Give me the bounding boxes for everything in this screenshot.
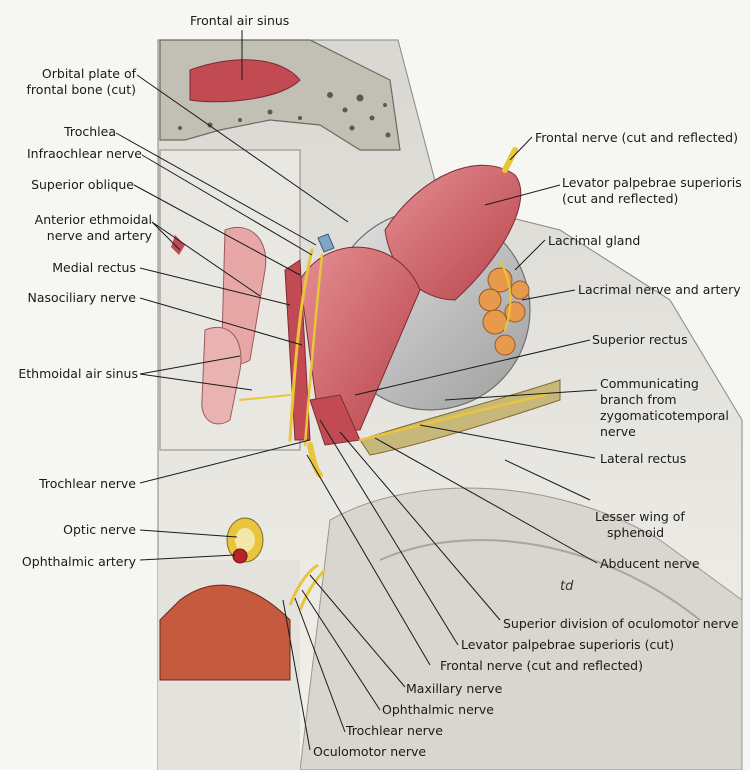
ethmoidal-region [159,149,301,451]
label-anterior-ethmoidal-line1: Anterior ethmoidal [34,212,152,227]
label-superior-rectus: Superior rectus [592,332,688,347]
label-levator-cut: Levator palpebrae superioris (cut) [461,637,675,652]
label-communicating-line4: nerve [600,424,636,439]
label-communicating-line1: Communicating [600,376,699,391]
label-ophthalmic-artery: Ophthalmic artery [21,554,136,569]
label-frontal-nerve-right: Frontal nerve (cut and reflected) [535,130,738,145]
label-communicating-line2: branch from [600,392,677,407]
label-trochlea: Trochlea [64,124,116,139]
label-lesser-wing-line1: Lesser wing of [595,509,685,524]
label-lesser-wing-line2: sphenoid [607,525,665,540]
label-nasociliary-nerve: Nasociliary nerve [27,290,136,305]
label-superior-division: Superior division of oculomotor nerve [503,616,739,631]
label-frontal-nerve-bottom: Frontal nerve (cut and reflected) [440,658,643,673]
superior-rectus-muscle [299,246,421,431]
label-frontal-air-sinus: Frontal air sinus [190,13,290,28]
label-infratrochlear-nerve: Infraochlear nerve [26,146,142,161]
label-anterior-ethmoidal-line2: nerve and artery [46,228,152,243]
label-trochlear-nerve-left: Trochlear nerve [39,476,136,491]
label-lacrimal-nerve-artery: Lacrimal nerve and artery [578,282,741,297]
label-trochlear-nerve-bottom: Trochlear nerve [346,723,443,738]
label-ethmoidal-air-sinus: Ethmoidal air sinus [18,366,138,381]
label-lacrimal-gland: Lacrimal gland [548,233,641,248]
label-communicating-line3: zygomaticotemporal [600,408,729,423]
label-orbital-plate-line2: frontal bone (cut) [26,82,136,97]
label-lateral-rectus: Lateral rectus [600,451,687,466]
label-oculomotor-nerve: Oculomotor nerve [313,744,427,759]
lateral-rectus-muscle [359,379,561,456]
leader-lines [115,30,598,751]
nerve-bundle [288,563,327,611]
optic-nerve-section [159,517,291,681]
label-levator-line2: (cut and reflected) [562,191,679,206]
artist-signature: td [560,579,574,594]
label-orbital-plate-line1: Orbital plate of [41,66,136,81]
frontal-bone [159,39,401,151]
label-levator-line1: Levator palpebrae superioris [562,175,742,190]
label-medial-rectus: Medial rectus [52,260,136,275]
orbital-nerves [239,248,547,478]
label-ophthalmic-nerve: Ophthalmic nerve [382,702,494,717]
label-abducent-nerve: Abducent nerve [600,556,700,571]
label-superior-oblique: Superior oblique [31,177,134,192]
label-maxillary-nerve: Maxillary nerve [406,681,503,696]
label-optic-nerve: Optic nerve [63,522,136,537]
trochlea-pulley [317,233,335,253]
